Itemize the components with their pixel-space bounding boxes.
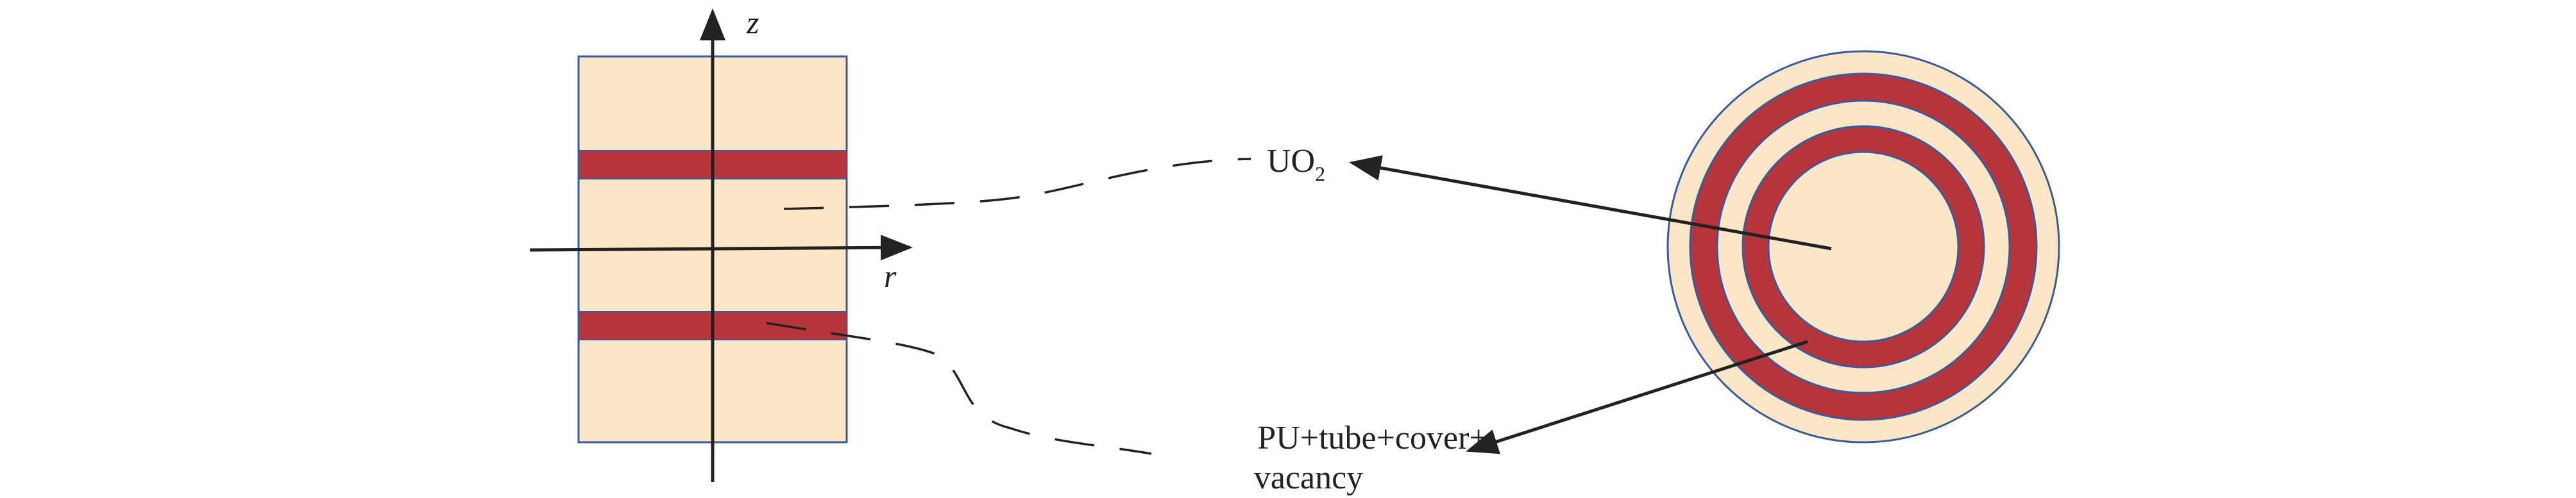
fuel-core (1767, 151, 1960, 343)
z-axis-label: z (746, 4, 759, 40)
axial-section: z r (529, 4, 913, 482)
pu-dashed-leader (766, 322, 1152, 455)
radial-section (1666, 50, 2060, 444)
pu-label-line2: vacancy (1254, 460, 1363, 496)
uo2-label-subscript: 2 (1315, 162, 1325, 185)
r-axis (529, 235, 913, 261)
uo2-dashed-leader (783, 158, 1251, 210)
pu-label-line1: PU+tube+cover+ (1257, 420, 1487, 456)
r-axis-label: r (884, 258, 897, 294)
uo2-label: UO2 (1267, 143, 1325, 185)
pu-arrow (1466, 340, 1808, 454)
uo2-arrow (1349, 155, 1832, 251)
uo2-label-main: UO (1267, 143, 1315, 179)
